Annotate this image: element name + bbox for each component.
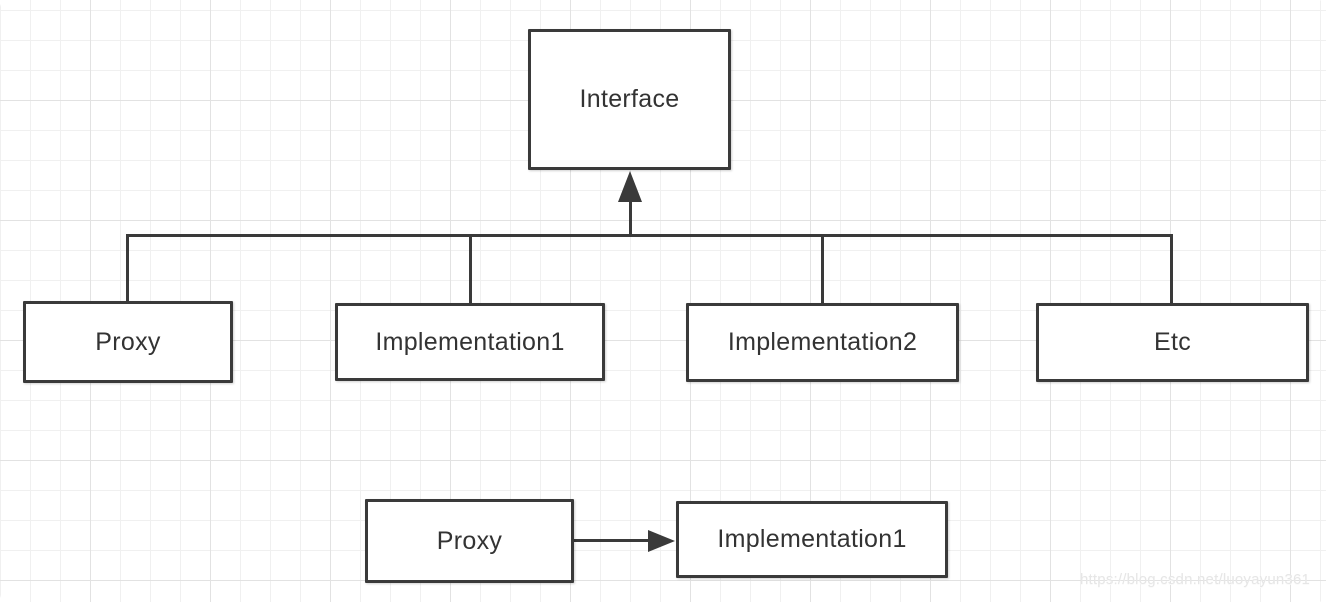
node-proxy-bottom-label: Proxy — [436, 526, 503, 555]
node-proxy-label: Proxy — [95, 327, 161, 356]
node-implementation1: Implementation1 — [335, 303, 605, 381]
node-implementation1-label: Implementation1 — [375, 327, 565, 356]
watermark: https://blog.csdn.net/luoyayun361 — [1080, 571, 1311, 588]
node-implementation1-bottom-label: Implementation1 — [717, 525, 907, 553]
node-implementation1-bottom: Implementation1 — [676, 501, 948, 578]
connector-stub-implementation2 — [821, 234, 824, 303]
right-arrowhead-icon — [648, 530, 675, 552]
node-interface: Interface — [528, 29, 731, 170]
node-proxy: Proxy — [23, 301, 233, 383]
connector-shaft-to-interface — [629, 198, 632, 237]
connector-stub-proxy — [126, 234, 129, 301]
up-arrowhead-icon — [618, 171, 642, 202]
connector-stub-etc — [1170, 234, 1173, 303]
node-proxy-bottom: Proxy — [365, 499, 574, 583]
node-etc-label: Etc — [1153, 328, 1192, 356]
connector-stub-implementation1 — [469, 234, 472, 303]
connector-proxy-to-implementation1 — [574, 539, 652, 542]
connector-horizontal-bus — [126, 234, 1173, 237]
node-etc: Etc — [1036, 303, 1309, 382]
node-implementation2-label: Implementation2 — [727, 328, 918, 356]
node-interface-label: Interface — [579, 85, 680, 113]
node-implementation2: Implementation2 — [686, 303, 959, 382]
